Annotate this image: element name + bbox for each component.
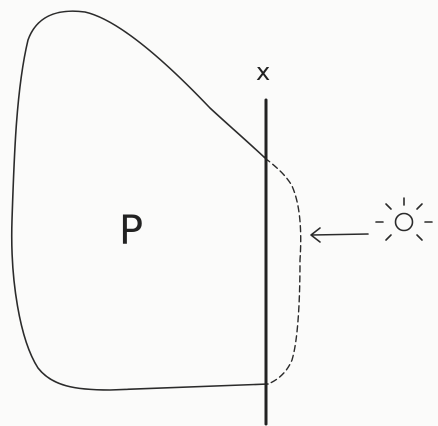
arrow-icon bbox=[310, 227, 369, 243]
sun-icon bbox=[375, 197, 433, 241]
region-label: P bbox=[119, 208, 143, 254]
region-p-solid-outline bbox=[10, 10, 269, 391]
region-p-dashed-outline bbox=[264, 157, 302, 385]
line-label: x bbox=[256, 58, 270, 86]
